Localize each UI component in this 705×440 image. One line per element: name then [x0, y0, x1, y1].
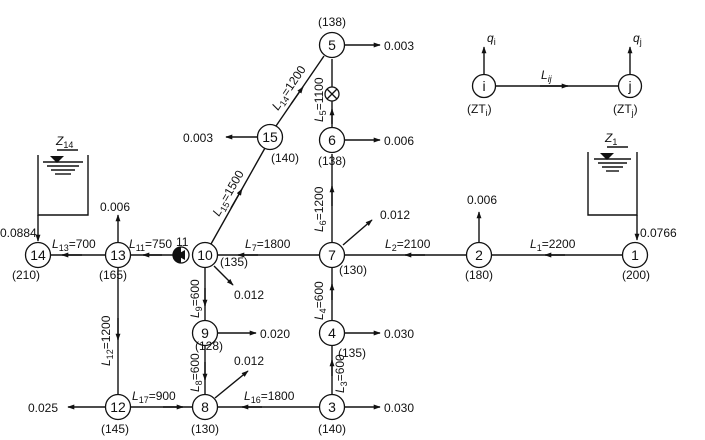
- label-L8: L8=600: [188, 353, 204, 392]
- node-9: 9: [191, 319, 219, 347]
- node-7-id: 7: [328, 247, 336, 263]
- elev-node-13: (165): [99, 268, 127, 282]
- demand-labels: 0.0766 0.006 0.030 0.030 0.003 0.006 0.0…: [0, 39, 677, 415]
- node-6: 6: [318, 126, 346, 154]
- node-1-id: 1: [631, 247, 639, 263]
- label-L9: L9=600: [188, 279, 204, 318]
- label-L2: L2=2100: [385, 237, 431, 253]
- pipe-labels: L1=2200 L2=2100 L3=600 L4=600 L5=1100 L6…: [52, 63, 576, 405]
- demand-n2: 0.006: [467, 193, 497, 207]
- node-10-id: 10: [197, 247, 213, 263]
- node-1: 1: [621, 241, 649, 269]
- label-L5: L5=1100: [312, 77, 328, 122]
- legend-node-j: j: [617, 73, 643, 99]
- legend-node-i-id: i: [482, 78, 485, 94]
- node-5: 5: [318, 31, 346, 59]
- elevation-labels: (200) (180) (140) (135) (138) (138) (130…: [12, 15, 650, 436]
- node-2-id: 2: [475, 247, 483, 263]
- legend-node-j-id: j: [627, 78, 631, 94]
- demand-n6: 0.006: [384, 134, 414, 148]
- elev-node-2: (180): [465, 268, 493, 282]
- valve-symbol: [324, 86, 340, 102]
- node-8-id: 8: [201, 399, 209, 415]
- nodes: 1 2 3 4 5 6 7 8 9 10 12 13 14 15: [24, 31, 649, 421]
- elev-node-10: (135): [220, 255, 248, 269]
- elev-node-1: (200): [622, 268, 650, 282]
- label-L3: L3=600: [333, 354, 349, 393]
- node-15: 15: [256, 123, 284, 151]
- pump-symbol: [172, 246, 190, 264]
- label-L13: L13=700: [52, 237, 96, 253]
- label-L12: L12=1200: [99, 315, 115, 366]
- node-7: 7: [318, 241, 346, 269]
- label-L11: L11=750: [129, 237, 172, 253]
- demand-arrows: [67, 42, 640, 410]
- reservoir-z14: [35, 149, 89, 242]
- node-13: 13: [104, 241, 132, 269]
- demand-n4: 0.030: [384, 327, 414, 341]
- pipe-L14-arrow: [290, 86, 304, 105]
- demand-n8: 0.012: [234, 354, 264, 368]
- demand-arrow-n7: [342, 219, 373, 246]
- demand-n12: 0.025: [28, 401, 58, 415]
- elev-node-4: (135): [338, 346, 366, 360]
- legend: i j qi qj Lij (ZTi) (ZTj): [467, 31, 643, 118]
- demand-n13: 0.006: [100, 200, 130, 214]
- node-10: 10: [191, 241, 219, 269]
- label-L4: L4=600: [312, 281, 328, 320]
- node-6-id: 6: [328, 132, 336, 148]
- demand-n1: 0.0766: [640, 226, 677, 240]
- node-9-id: 9: [201, 325, 209, 341]
- node-5-id: 5: [328, 37, 336, 53]
- elev-node-7: (130): [339, 263, 367, 277]
- pump-label: 11: [176, 235, 189, 249]
- node-3-id: 3: [328, 399, 336, 415]
- demand-n3: 0.030: [384, 401, 414, 415]
- elev-node-5: (138): [318, 15, 346, 29]
- node-13-id: 13: [110, 247, 126, 263]
- legend-pipe-label: Lij: [541, 68, 553, 84]
- elev-node-8: (130): [191, 422, 219, 436]
- elev-node-6: (138): [318, 154, 346, 168]
- elev-node-9: (128): [195, 339, 223, 353]
- reservoir-z1: [587, 146, 638, 216]
- node-15-id: 15: [262, 129, 278, 145]
- elev-node-15: (140): [271, 151, 299, 165]
- demand-n7: 0.012: [380, 208, 410, 222]
- label-L17: L17=900: [132, 389, 176, 405]
- demand-n15: 0.003: [183, 131, 213, 145]
- node-2: 2: [465, 241, 493, 269]
- node-14-id: 14: [30, 247, 46, 263]
- label-L6: L6=1200: [312, 186, 328, 232]
- node-12-id: 12: [110, 399, 126, 415]
- demand-n14: 0.0884: [0, 226, 37, 240]
- node-14: 14: [24, 241, 52, 269]
- legend-q-j: qj: [633, 31, 642, 47]
- node-4: 4: [318, 319, 346, 347]
- node-8: 8: [191, 393, 219, 421]
- label-L16: L16=1800: [244, 389, 295, 405]
- demand-arrow-n8: [214, 370, 249, 399]
- demand-n5: 0.003: [384, 39, 414, 53]
- elev-node-12: (145): [101, 422, 129, 436]
- demand-n10: 0.012: [234, 288, 264, 302]
- node-4-id: 4: [328, 325, 336, 341]
- pipe-L15-arrow: [230, 188, 243, 209]
- elev-node-3: (140): [318, 422, 346, 436]
- elev-node-14: (210): [12, 268, 40, 282]
- legend-zt-i: (ZTi): [467, 102, 492, 118]
- node-3: 3: [318, 393, 346, 421]
- demand-arrow-n10: [213, 265, 234, 286]
- reservoir-z14-label: Z14: [55, 134, 73, 150]
- legend-q-i: qi: [487, 31, 496, 47]
- label-L7: L7=1800: [245, 237, 291, 253]
- node-12: 12: [104, 393, 132, 421]
- demand-n9: 0.020: [260, 327, 290, 341]
- legend-node-i: i: [471, 73, 497, 99]
- reservoir-z1-label: Z1: [604, 131, 617, 147]
- legend-zt-j: (ZTj): [613, 102, 638, 118]
- label-L1: L1=2200: [530, 237, 576, 253]
